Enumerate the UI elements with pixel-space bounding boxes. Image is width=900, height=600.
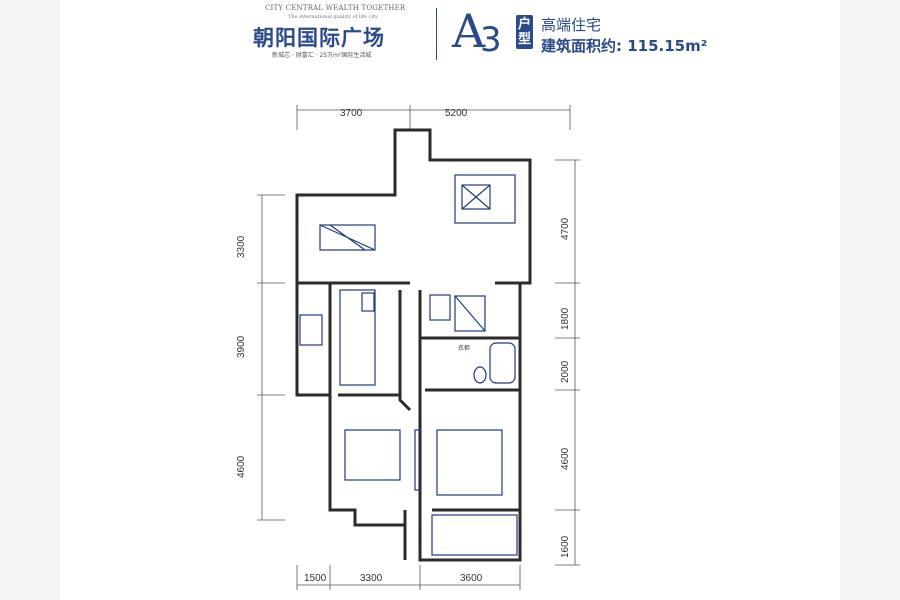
page: CITY CENTRAL WEALTH TOGETHER The interna… <box>60 0 840 600</box>
divider <box>436 8 437 60</box>
master-bed-icon <box>436 429 503 496</box>
laundry-icon <box>299 314 323 346</box>
walls <box>295 128 532 562</box>
unit-type-badge: 户型 <box>516 15 533 49</box>
furniture <box>299 174 518 556</box>
dim-left-2: 3900 <box>236 335 247 358</box>
wardrobe-icon <box>414 429 422 491</box>
dim-top-2: 5200 <box>445 108 468 119</box>
tagline-en: CITY CENTRAL WEALTH TOGETHER <box>265 4 406 12</box>
dim-right-1: 4700 <box>560 217 571 240</box>
bathtub-icon <box>489 342 516 384</box>
dining-table-icon <box>319 224 376 251</box>
dim-right-4: 4600 <box>560 447 571 470</box>
toilet-icon-2 <box>429 294 451 321</box>
dim-right-3: 2000 <box>560 360 571 383</box>
dim-top-1: 3700 <box>340 108 363 119</box>
kitchen-counter-icon <box>339 289 376 386</box>
dim-right-5: 1600 <box>560 535 571 558</box>
dim-bottom-2: 3300 <box>360 573 383 584</box>
bed-icon <box>344 429 401 481</box>
dim-left-1: 3300 <box>236 235 247 258</box>
toilet-icon <box>473 366 487 384</box>
tagline-cn: 新城芯 · 财富汇 · 25万m²国际生活城 <box>272 52 372 59</box>
feature-label: 高端住宅 <box>541 16 602 34</box>
sofa-set-icon <box>454 174 516 224</box>
closet-label: 衣柜 <box>458 344 470 352</box>
unit-number: 3 <box>480 20 502 60</box>
dim-left-3: 4600 <box>236 455 247 478</box>
dim-bottom-3: 3600 <box>460 573 483 584</box>
dim-right-2: 1800 <box>560 307 571 330</box>
area-label: 建筑面积约: 115.15m² <box>541 37 708 55</box>
shower-icon <box>454 295 486 332</box>
unit-letter: A <box>452 4 486 58</box>
dim-bottom-1: 1500 <box>304 573 327 584</box>
balcony <box>431 514 518 556</box>
dimension-lines <box>257 105 580 590</box>
tagline-en-sub: The international quality of life city <box>288 14 378 20</box>
project-name: 朝阳国际广场 <box>253 26 385 50</box>
